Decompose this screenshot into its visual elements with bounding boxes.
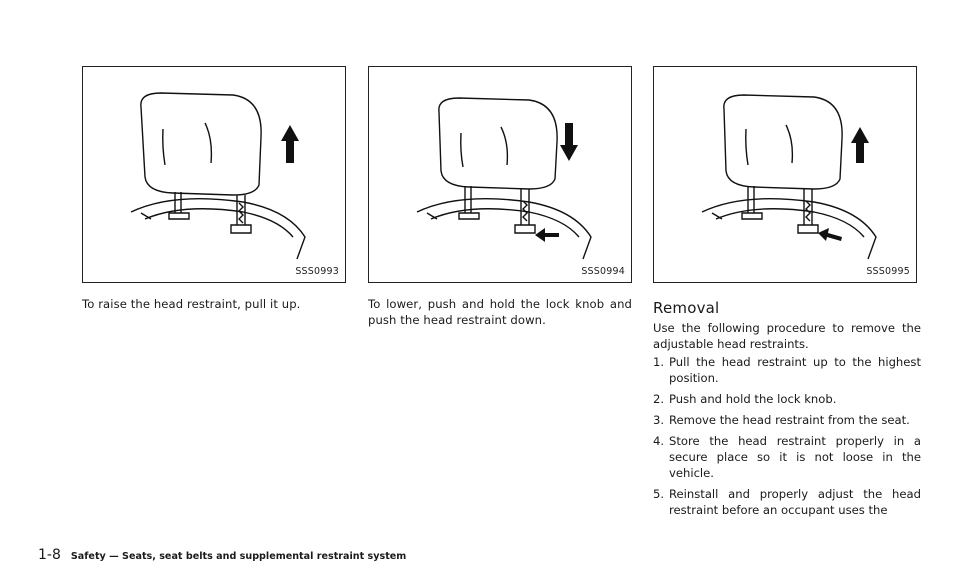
figure-code: SSS0995 <box>866 266 910 277</box>
step-number: 3. <box>653 413 665 427</box>
list-item: 1. Pull the head restraint up to the high… <box>653 354 921 386</box>
list-item: 2. Push and hold the lock knob. <box>653 391 921 407</box>
page-number: 1-8 <box>38 547 61 563</box>
head-restraint-raise-illustration <box>130 92 306 260</box>
section-heading: Removal <box>653 299 720 317</box>
step-number: 5. <box>653 487 665 501</box>
push-arrow-icon <box>535 228 559 242</box>
removal-steps-list: 1. Pull the head restraint up to the high… <box>653 354 921 523</box>
figure-raise-head-restraint: SSS0993 <box>82 66 346 283</box>
list-item: 3. Remove the head restraint from the sea… <box>653 412 921 428</box>
step-number: 4. <box>653 434 665 448</box>
list-item: 5. Reinstall and properly adjust the head… <box>653 486 921 518</box>
figure-remove-head-restraint: SSS0995 <box>653 66 917 283</box>
head-restraint-remove-illustration <box>701 94 877 260</box>
down-arrow-icon <box>560 123 578 161</box>
page-footer: 1-8 Safety — Seats, seat belts and supple… <box>38 544 406 563</box>
step-text: Remove the head restraint from the seat. <box>669 413 910 427</box>
push-arrow-icon <box>818 228 842 241</box>
up-arrow-icon <box>281 125 299 163</box>
section-intro: Use the following procedure to remove th… <box>653 321 921 351</box>
figure-caption: To raise the head restraint, pull it up. <box>82 297 301 311</box>
figure-code: SSS0994 <box>581 266 625 277</box>
step-text: Push and hold the lock knob. <box>669 392 837 406</box>
step-number: 1. <box>653 355 665 369</box>
step-text: Store the head restraint properly in a s… <box>669 434 921 480</box>
up-arrow-icon <box>851 127 869 163</box>
figure-code: SSS0993 <box>295 266 339 277</box>
step-text: Pull the head restraint up to the highes… <box>669 355 921 385</box>
step-number: 2. <box>653 392 665 406</box>
figure-lower-head-restraint: SSS0994 <box>368 66 632 283</box>
step-text: Reinstall and properly adjust the head r… <box>669 487 921 517</box>
figure-caption: To lower, push and hold the lock knob an… <box>368 297 632 327</box>
list-item: 4. Store the head restraint properly in a… <box>653 433 921 481</box>
head-restraint-lower-illustration <box>416 97 592 260</box>
section-title: Safety — Seats, seat belts and supplemen… <box>70 551 407 562</box>
